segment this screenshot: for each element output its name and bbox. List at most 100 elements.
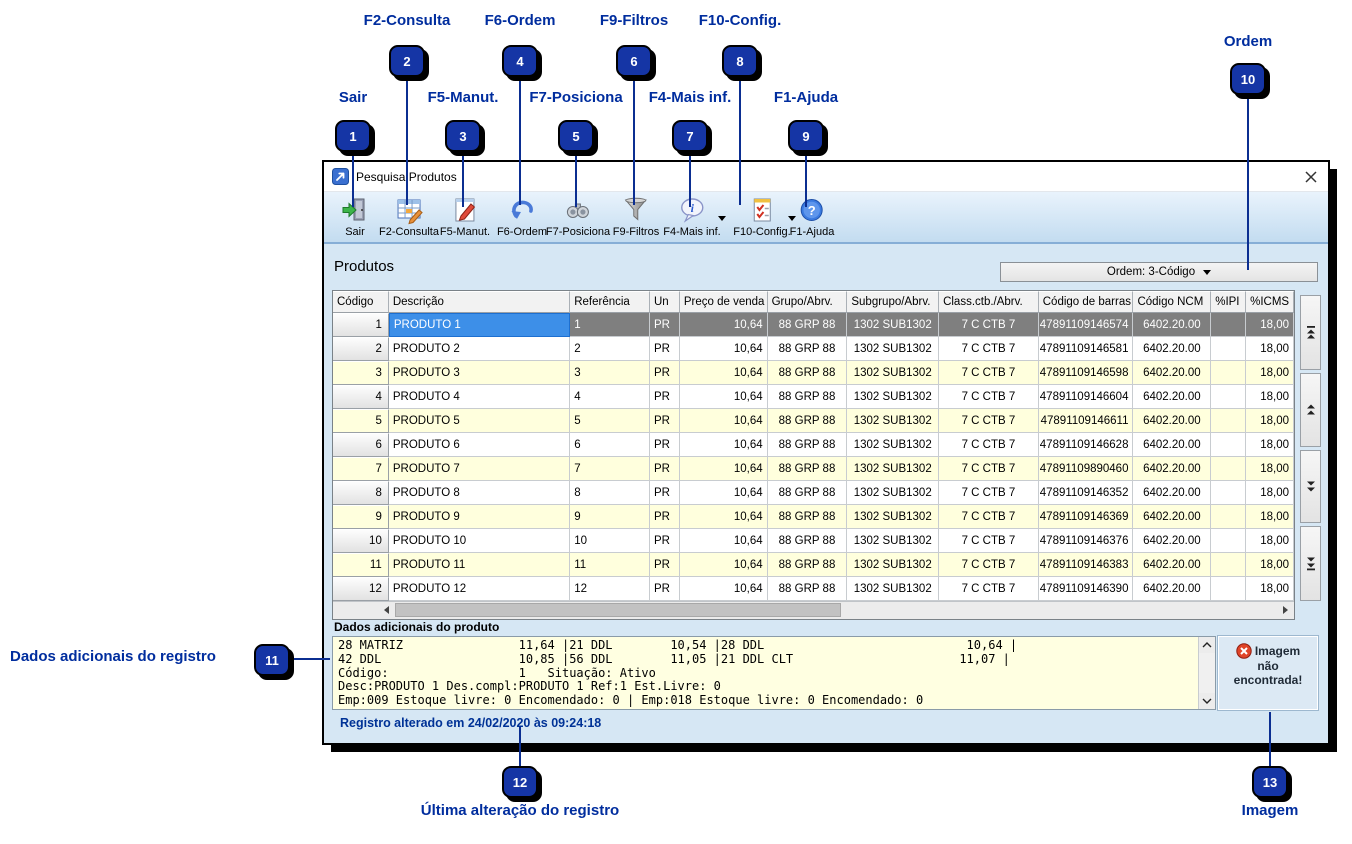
table-cell[interactable]: PR (649, 313, 680, 337)
table-cell[interactable]: 9 (570, 505, 650, 529)
table-cell[interactable]: 1302 SUB1302 (847, 505, 940, 529)
row-number-cell[interactable]: 4 (333, 385, 389, 409)
f1-ajuda-button[interactable]: ? F1-Ajuda (790, 195, 834, 238)
table-cell[interactable]: 18,00 (1246, 529, 1294, 553)
row-number-cell[interactable]: 9 (333, 505, 389, 529)
table-cell[interactable]: 6402.20.00 (1133, 361, 1212, 385)
table-cell[interactable]: 18,00 (1246, 457, 1294, 481)
column-header-11[interactable]: %IPI (1211, 291, 1247, 313)
f5-manut-button[interactable]: F5-Manut. (440, 195, 490, 238)
table-cell[interactable]: PRODUTO 8 (388, 481, 571, 505)
table-cell[interactable]: 1302 SUB1302 (847, 313, 940, 337)
table-cell[interactable] (1211, 313, 1247, 337)
row-number-cell[interactable]: 5 (333, 409, 389, 433)
table-cell[interactable]: 10,64 (679, 433, 768, 457)
table-cell[interactable]: 47891109146574 (1038, 313, 1134, 337)
table-cell[interactable]: PR (649, 505, 680, 529)
table-cell[interactable] (1211, 457, 1247, 481)
table-cell[interactable]: 88 GRP 88 (767, 313, 848, 337)
table-cell[interactable]: 18,00 (1246, 361, 1294, 385)
table-cell[interactable]: 88 GRP 88 (767, 409, 848, 433)
table-cell[interactable]: 3 (570, 361, 650, 385)
table-cell[interactable]: 7 C CTB 7 (939, 505, 1039, 529)
table-cell[interactable]: 10,64 (679, 457, 768, 481)
table-cell[interactable]: 7 C CTB 7 (939, 433, 1039, 457)
table-cell[interactable]: PR (649, 361, 680, 385)
scroll-right-icon[interactable] (1277, 602, 1294, 618)
table-cell[interactable]: 6402.20.00 (1133, 505, 1212, 529)
table-cell[interactable]: 18,00 (1246, 385, 1294, 409)
table-cell[interactable]: 6402.20.00 (1133, 385, 1212, 409)
table-cell[interactable]: 18,00 (1246, 481, 1294, 505)
table-cell[interactable]: 10,64 (679, 361, 768, 385)
details-scroll-down-icon[interactable] (1199, 693, 1215, 709)
table-cell[interactable]: 1302 SUB1302 (847, 409, 940, 433)
table-cell[interactable]: PRODUTO 10 (388, 529, 571, 553)
f10-config-button[interactable]: F10-Config. (733, 195, 791, 238)
table-cell[interactable]: 47891109146376 (1038, 529, 1134, 553)
row-number-cell[interactable]: 11 (333, 553, 389, 577)
table-cell[interactable]: 6402.20.00 (1133, 529, 1212, 553)
table-cell[interactable]: 47891109146383 (1038, 553, 1134, 577)
table-cell[interactable]: 1302 SUB1302 (847, 529, 940, 553)
table-cell[interactable] (1211, 553, 1247, 577)
table-cell[interactable] (1211, 385, 1247, 409)
table-cell[interactable]: PR (649, 337, 680, 361)
table-cell[interactable]: 1302 SUB1302 (847, 457, 940, 481)
column-header-6[interactable]: Grupo/Abrv. (767, 291, 848, 313)
table-cell[interactable]: PRODUTO 6 (388, 433, 571, 457)
table-cell[interactable]: 10,64 (679, 409, 768, 433)
table-cell[interactable]: 7 C CTB 7 (939, 481, 1039, 505)
table-cell[interactable]: 1302 SUB1302 (847, 481, 940, 505)
table-cell[interactable]: 6402.20.00 (1133, 553, 1212, 577)
table-cell[interactable]: 47891109146369 (1038, 505, 1134, 529)
table-cell[interactable]: 7 C CTB 7 (939, 553, 1039, 577)
horizontal-scroll-thumb[interactable] (395, 603, 841, 617)
table-cell[interactable]: PRODUTO 1 (388, 313, 571, 337)
maisinf-dropdown-icon[interactable] (718, 216, 726, 221)
table-cell[interactable]: PR (649, 481, 680, 505)
table-cell[interactable]: 1302 SUB1302 (847, 553, 940, 577)
table-cell[interactable]: 47891109146390 (1038, 577, 1134, 601)
table-cell[interactable]: 18,00 (1246, 553, 1294, 577)
table-cell[interactable]: 88 GRP 88 (767, 433, 848, 457)
column-header-8[interactable]: Class.ctb./Abrv. (939, 291, 1039, 313)
table-cell[interactable]: PRODUTO 11 (388, 553, 571, 577)
table-cell[interactable]: 6402.20.00 (1133, 577, 1212, 601)
table-cell[interactable]: 47891109146581 (1038, 337, 1134, 361)
table-cell[interactable]: 7 C CTB 7 (939, 577, 1039, 601)
table-cell[interactable]: 88 GRP 88 (767, 505, 848, 529)
table-cell[interactable]: 6402.20.00 (1133, 433, 1212, 457)
table-cell[interactable]: 1302 SUB1302 (847, 337, 940, 361)
table-cell[interactable]: 7 C CTB 7 (939, 337, 1039, 361)
table-cell[interactable]: PR (649, 385, 680, 409)
f6-ordem-button[interactable]: F6-Ordem (497, 195, 547, 238)
table-cell[interactable]: 10,64 (679, 385, 768, 409)
table-cell[interactable] (1211, 361, 1247, 385)
table-cell[interactable]: 1302 SUB1302 (847, 433, 940, 457)
table-cell[interactable]: 18,00 (1246, 337, 1294, 361)
f2-consulta-button[interactable]: F2-Consulta (379, 195, 439, 238)
table-cell[interactable]: 7 C CTB 7 (939, 457, 1039, 481)
details-scrollbar[interactable] (1198, 637, 1215, 709)
column-header-5[interactable]: Preço de venda (679, 291, 768, 313)
table-cell[interactable]: PR (649, 409, 680, 433)
table-cell[interactable]: 18,00 (1246, 409, 1294, 433)
row-number-cell[interactable]: 10 (333, 529, 389, 553)
table-cell[interactable] (1211, 505, 1247, 529)
table-cell[interactable]: 47891109146604 (1038, 385, 1134, 409)
table-cell[interactable]: 88 GRP 88 (767, 457, 848, 481)
row-number-cell[interactable]: 7 (333, 457, 389, 481)
row-number-cell[interactable]: 8 (333, 481, 389, 505)
table-cell[interactable]: 6402.20.00 (1133, 457, 1212, 481)
order-selector[interactable]: Ordem: 3-Código (1000, 262, 1318, 282)
details-scroll-up-icon[interactable] (1199, 637, 1215, 653)
table-cell[interactable]: PRODUTO 4 (388, 385, 571, 409)
